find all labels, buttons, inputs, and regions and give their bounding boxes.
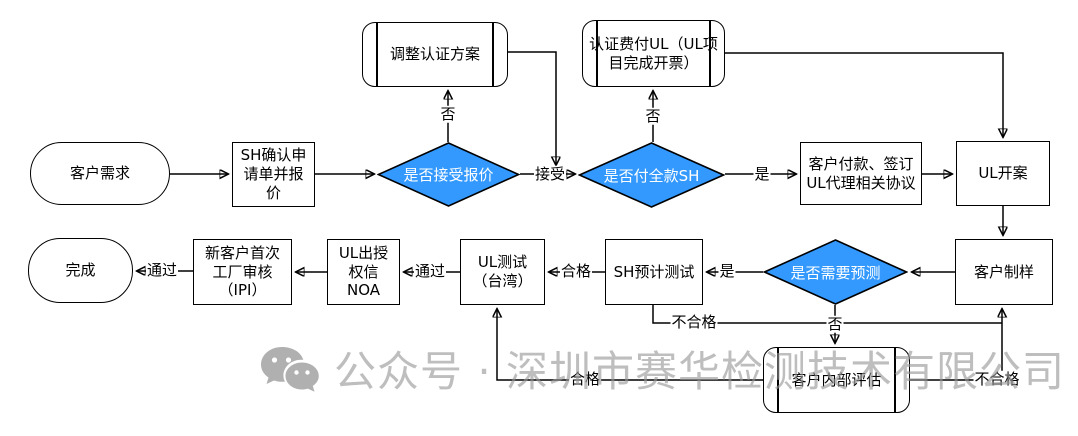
edge-label-qualified: 合格 — [568, 369, 602, 388]
edge-label-no: 否 — [644, 106, 662, 125]
subprocess-bar — [492, 23, 494, 86]
node-pay-ul-fee: 认证费付UL（UL项目完成开票） — [582, 20, 725, 87]
edge-label-no: 否 — [826, 314, 844, 333]
node-label: 调整认证方案 — [389, 45, 480, 64]
node-label: UL出授权信NOA — [338, 243, 389, 300]
edge-label-unqualified: 不合格 — [670, 312, 718, 331]
node-customer-pay-sign: 客户付款、签订UL代理相关协议 — [800, 142, 922, 205]
subprocess-bar — [376, 23, 378, 86]
node-label: SH预计测试 — [613, 262, 695, 281]
node-label: SH确认申请单并报价 — [240, 146, 307, 202]
edge-label-pass: 通过 — [413, 261, 447, 280]
edge-label-qualified: 合格 — [559, 261, 593, 280]
node-adjust-plan: 调整认证方案 — [362, 22, 508, 87]
edge-label-yes: 是 — [718, 261, 736, 280]
node-label: 是否需要预测 — [790, 263, 881, 282]
subprocess-bar — [709, 21, 711, 86]
edge-pretest-unqualified — [652, 305, 1002, 324]
node-need-forecast: 是否需要预测 — [763, 239, 908, 305]
node-new-customer-ipi: 新客户首次工厂审核（IPI） — [193, 239, 292, 305]
edge-eval-qualified — [497, 309, 763, 381]
node-ul-test-taiwan: UL测试（台湾） — [460, 239, 545, 305]
edge-adjust-return — [508, 51, 556, 165]
subprocess-bar — [777, 348, 779, 412]
node-label: UL测试（台湾） — [472, 253, 533, 290]
subprocess-bar — [596, 21, 598, 86]
node-sh-confirm: SH确认申请单并报价 — [232, 142, 315, 207]
edge-label-no: 否 — [439, 104, 457, 123]
edge-fee-to-opencase — [725, 52, 1003, 137]
node-label: 新客户首次工厂审核（IPI） — [204, 243, 280, 300]
diamond-shape — [763, 239, 908, 305]
node-label: 认证费付UL（UL项目完成开票） — [589, 34, 718, 72]
node-label: 客户内部评估 — [791, 370, 882, 389]
node-accept-quote: 是否接受报价 — [377, 142, 520, 207]
node-done: 完成 — [28, 238, 133, 303]
edge-label-pass: 通过 — [145, 260, 179, 279]
node-label: 客户需求 — [69, 164, 130, 183]
node-label: 完成 — [65, 261, 96, 280]
node-pay-full-sh: 是否付全款SH — [578, 142, 725, 208]
subprocess-bar — [894, 348, 896, 412]
edge-label-accept: 接受 — [533, 164, 567, 183]
node-ul-open-case: UL开案 — [956, 141, 1050, 206]
node-label: 是否付全款SH — [603, 166, 700, 185]
node-label: 客户付款、签订UL代理相关协议 — [806, 154, 916, 192]
node-label: 客户制样 — [973, 262, 1034, 281]
diamond-shape — [578, 142, 725, 208]
node-sh-pretest: SH预计测试 — [605, 239, 703, 305]
node-label: 是否接受报价 — [403, 166, 494, 184]
node-label: UL开案 — [978, 164, 1028, 183]
diamond-shape — [377, 142, 520, 207]
node-ul-noa: UL出授权信NOA — [327, 239, 400, 305]
edge-label-unqualified: 不合格 — [973, 369, 1021, 388]
node-customer-need: 客户需求 — [30, 142, 170, 205]
edge-label-yes: 是 — [753, 164, 771, 183]
node-internal-eval: 客户内部评估 — [763, 347, 910, 413]
node-customer-sample: 客户制样 — [955, 239, 1053, 305]
